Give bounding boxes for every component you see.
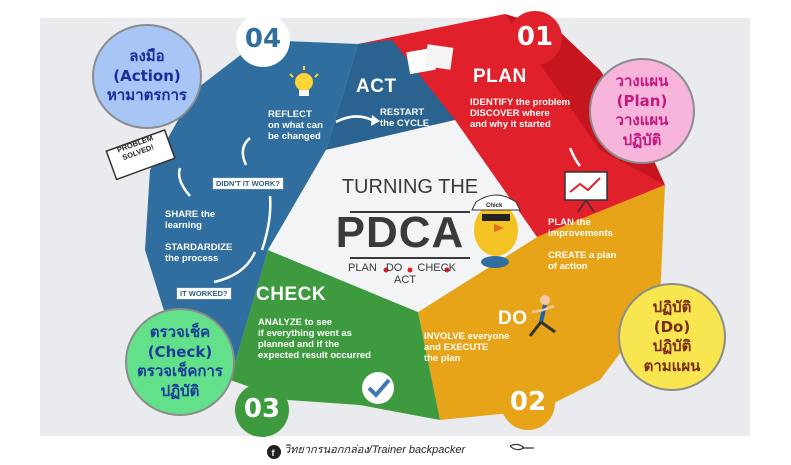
check-number: 03 [243,394,281,424]
backpacker-logo-icon [509,443,534,451]
share-up-arrow [177,167,191,197]
plan-number-circle [508,11,562,65]
plan-title: PLAN [473,66,527,87]
worked-arrow [213,251,257,284]
do-number-circle [501,376,555,430]
problem-solved-sign [105,129,176,181]
do-title: DO [498,308,528,329]
check-number-circle [235,383,289,437]
reflect-to-restart-arrow [335,115,373,124]
plan-thai-bubble: วางแผน (Plan) วางแผน ปฏิบัติ [589,58,695,164]
step-plan: PLAN [348,262,377,274]
do-involve-text: INVOLVE everyone and EXECUTE the plan [424,331,510,364]
plan-identify-text: IDENTIFY the problem DISCOVER where and … [470,97,571,130]
reflect-return-arrow [241,137,251,166]
facebook-icon [267,445,281,459]
lightbulb-icon [289,66,319,96]
check-thai-bubble: ตรวจเช็ค (Check) ตรวจเช็คการ ปฏิบัติ [125,308,235,416]
footer-credit: วิทยากรนอกกล่อง/Trainer backpacker [284,444,466,456]
facebook-icon-glyph: f [272,448,276,458]
step-check: CHECK [417,262,456,274]
center-steps: PLAN DO CHECK ACT [340,262,470,286]
act-segment-shade [326,40,455,150]
chart-board-icon [564,171,608,213]
arrow-head [371,115,380,126]
do-number: 02 [509,387,547,417]
plan-number: 01 [516,22,554,52]
act-number: 04 [244,24,282,54]
check-analyze-text: ANALYZE to see if everything went as pla… [258,317,371,361]
act-number-circle [236,13,290,67]
step-dot-2 [407,267,413,273]
documents-icon [406,44,454,75]
step-dot-3 [444,267,450,273]
didnt-work-tag: DIDN'T IT WORK? [212,177,284,190]
step-do: DO [385,262,403,274]
chick-mascot-icon [471,194,521,268]
didnt-work-arrow [260,195,272,251]
it-worked-tag: IT WORKED? [176,287,232,300]
act-title: ACT [356,76,397,97]
check-title: CHECK [256,284,327,305]
step-act: ACT [394,274,416,286]
act-share-text: SHARE the learning STARDARDIZE the proce… [165,209,233,264]
center-title-top: TURNING THE [341,176,479,198]
center-title-main: PDCA [335,208,465,257]
step-dot-1 [383,267,389,273]
center-hub [268,120,537,312]
act-thai-bubble: ลงมือ (Action) หามาตรการ [92,24,202,129]
checkmark-icon [362,372,394,404]
mascot-cap-text: Chick [486,203,503,209]
plan-down-arrow [568,147,581,167]
runner-icon [528,295,556,337]
act-reflect-text: REFLECT on what can be changed [268,109,323,142]
act-restart-text: RESTART the CYCLE [380,107,430,129]
do-thai-bubble: ปฏิบัติ (Do) ปฏิบัติ ตามแผน [618,283,726,391]
plan-improve-text: PLAN the improvements CREATE a plan of a… [548,217,617,272]
